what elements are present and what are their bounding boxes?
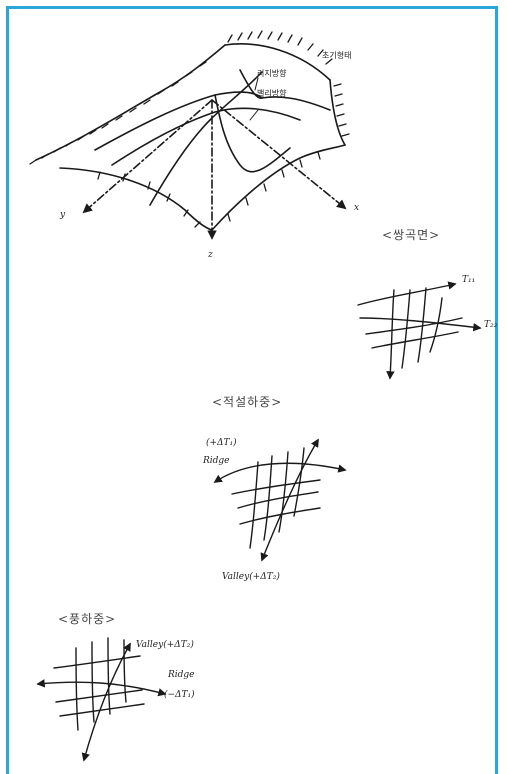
mesh-line	[231, 479, 321, 495]
mesh-line	[401, 289, 411, 369]
axis-x-line	[211, 99, 347, 210]
mesh-line	[365, 317, 463, 335]
ridge-leader	[254, 77, 259, 91]
mesh-line	[149, 71, 263, 206]
ridge-arrow	[213, 462, 347, 483]
wind-ridge-label: Ridge	[168, 670, 195, 680]
surface-edge-left	[35, 44, 226, 161]
mesh-line	[53, 655, 141, 669]
saddle-surface	[29, 30, 350, 240]
valley-direction-label: 밸리방향	[257, 89, 287, 98]
mesh-line	[263, 455, 273, 541]
mesh-line	[107, 637, 111, 715]
axis-x-label: x	[354, 203, 360, 213]
valley-arrow	[260, 438, 319, 562]
mesh-line	[429, 297, 443, 353]
mesh-line	[249, 461, 259, 549]
surface-edge-right	[329, 79, 346, 146]
valley-leader	[249, 109, 259, 121]
mesh-line	[94, 91, 263, 151]
mesh-line	[91, 641, 95, 723]
snow-ridge-label: Ridge	[203, 456, 230, 466]
t11-label: T₁₁	[462, 275, 476, 285]
t22-label: T₂₂	[484, 320, 498, 330]
wind-valley-label: Valley(+ΔT₂)	[136, 640, 194, 650]
ridge-arrow	[36, 679, 167, 697]
panel-snow-diagram	[213, 438, 347, 562]
mesh-line	[75, 647, 79, 731]
panel-saddle-diagram	[357, 281, 482, 380]
ridge-direction-label: 리지방향	[257, 69, 287, 78]
surface-edge-top	[224, 43, 331, 81]
support-hatch	[29, 30, 350, 228]
wind-caption: <풍하중>	[58, 612, 117, 626]
valley-arrow	[81, 642, 131, 762]
mesh-line	[111, 107, 301, 166]
mesh-line	[386, 289, 395, 380]
mesh-line	[214, 94, 291, 173]
panel-wind-diagram	[36, 637, 167, 762]
initial-shape-label: 초기형태	[322, 51, 352, 60]
axis-z-label: z	[208, 250, 213, 260]
mesh-line	[55, 689, 143, 703]
axis-y-line	[82, 99, 213, 214]
t22-arrow	[359, 317, 482, 332]
mesh-line	[278, 451, 289, 533]
surface-edge-front	[59, 144, 346, 231]
t11-arrow	[357, 281, 457, 306]
snow-delta-label: (+ΔT₁)	[206, 438, 237, 448]
mesh-line	[417, 287, 427, 363]
saddle-caption: <쌍곡면>	[382, 228, 441, 242]
mesh-line	[239, 69, 331, 111]
mesh-line	[371, 331, 459, 349]
wind-delta-label: (−ΔT₁)	[164, 690, 195, 700]
snow-caption: <적설하중>	[212, 395, 283, 409]
snow-valley-label: Valley(+ΔT₂)	[222, 572, 280, 582]
mesh-line	[237, 491, 319, 509]
axis-y-label: y	[60, 210, 66, 220]
